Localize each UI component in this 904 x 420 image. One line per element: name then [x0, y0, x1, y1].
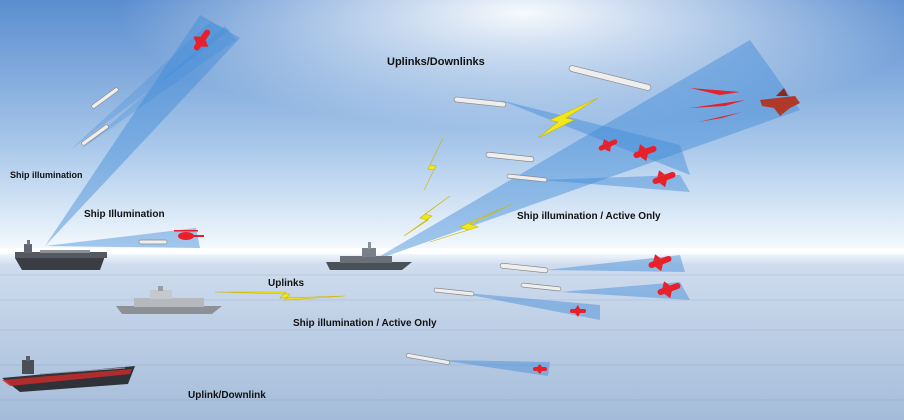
label-ship-illumination-left: Ship illumination [10, 170, 83, 180]
beam-missile-to-target-6 [440, 360, 550, 376]
label-uplinks-downlinks: Uplinks/Downlinks [387, 56, 485, 68]
label-uplink-downlink: Uplink/Downlink [188, 390, 266, 401]
aircraft-carrier-upper [15, 240, 107, 270]
lightning-bolt-icon [214, 291, 346, 301]
target-missile-icon [648, 254, 672, 272]
beam-missile-to-target-4 [560, 282, 690, 300]
target-missile-icon [533, 364, 547, 374]
beam-destroyer-to-fighter [370, 40, 800, 262]
label-ship-illumination-active-center: Ship illumination / Active Only [293, 318, 437, 329]
beam-missile-to-target-3 [545, 255, 685, 272]
frigate [116, 286, 222, 314]
sea-waves [0, 274, 904, 401]
beam-missile-to-target-5 [455, 292, 600, 320]
lightning-bolt-icon [403, 195, 451, 237]
aircraft-carrier-lower [2, 356, 135, 392]
target-missile-icon [598, 139, 618, 152]
sun-glow [0, 0, 904, 260]
uplink-lightning-bolts [214, 97, 599, 301]
lightning-bolt-icon [537, 97, 599, 139]
target-missile-icon [633, 144, 657, 162]
lightning-bolt-icon [429, 203, 513, 243]
beam-missile-to-target-2 [540, 175, 690, 192]
label-ship-illumination-upper: Ship Illumination [84, 209, 165, 220]
target-missile-icon [570, 305, 586, 317]
helicopter-icon [174, 230, 204, 240]
label-ship-illumination-active-right: Ship illumination / Active Only [517, 211, 661, 222]
target-missile-icon [193, 29, 211, 51]
fighter-jet-icon [690, 88, 800, 122]
fleet [2, 240, 412, 392]
label-uplinks: Uplinks [268, 278, 305, 289]
horizon-line [0, 248, 904, 254]
beam-carrier-to-upper-target [45, 15, 240, 246]
lightning-bolt-icon [423, 137, 444, 191]
destroyer-center [326, 242, 412, 270]
target-missile-icon [652, 170, 676, 188]
radar-beams-faint [70, 22, 236, 150]
interceptor-missiles [81, 65, 652, 365]
threat-targets [174, 29, 800, 374]
target-missile-icon [657, 281, 681, 299]
